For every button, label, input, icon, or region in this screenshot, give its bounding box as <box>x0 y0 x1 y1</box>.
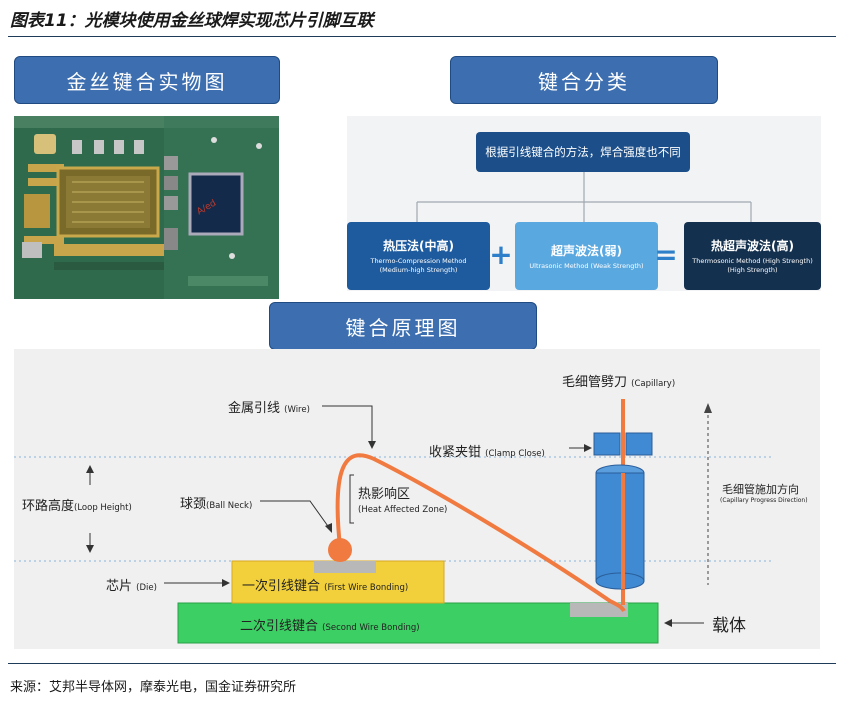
method-en-strength: (Medium-high Strength) <box>379 266 458 274</box>
haz-label-en: (Heat Affected Zone) <box>358 505 448 515</box>
clamp-right <box>625 432 653 456</box>
second-bond-label: 二次引线键合 (Second Wire Bonding) <box>240 619 420 634</box>
wire-label: 金属引线 (Wire) <box>228 401 310 416</box>
carrier-label: 载体 <box>712 616 746 636</box>
haz-label: 热影响区 <box>358 487 411 502</box>
method-en-strength: (High Strength) <box>727 266 778 274</box>
capillary-label: 毛细管劈刀 (Capillary) <box>562 375 676 390</box>
die-label: 芯片 (Die) <box>106 579 157 594</box>
method-thermosonic: 热超声波法(高) Thermosonic Method (High Streng… <box>684 222 821 290</box>
method-name: 热超声波法(高) <box>711 239 794 253</box>
gold-ball <box>328 538 352 562</box>
first-bond-label: 一次引线键合 (First Wire Bonding) <box>242 579 409 594</box>
direction-label-en: (Capillary Progress Direction) <box>720 497 808 504</box>
direction-label: 毛细管施加方向 <box>722 483 799 496</box>
gold-wire <box>335 453 626 613</box>
bonding-principle-diagram: 毛细管劈刀 (Capillary) 金属引线 (Wire) 收紧夹钳 (Clam… <box>14 349 820 649</box>
section-label-principle: 键合原理图 <box>269 302 537 350</box>
top-rule <box>8 36 836 37</box>
method-ultrasonic: 超声波法(弱) Ultrasonic Method (Weak Strength… <box>515 222 658 290</box>
classification-panel: 根据引线键合的方法，焊合强度也不同 热压法(中高) Thermo-Compres… <box>347 116 821 291</box>
equals-symbol: = <box>654 238 678 271</box>
wire-bonding-photo: A/ed <box>14 116 279 299</box>
method-en: Ultrasonic Method (Weak Strength) <box>529 261 644 270</box>
clamp-left <box>593 432 621 456</box>
method-thermo-compression: 热压法(中高) Thermo-Compression Method (Mediu… <box>347 222 490 290</box>
method-name: 超声波法(弱) <box>551 243 622 258</box>
classification-connectors <box>416 172 752 222</box>
classification-header-text: 根据引线键合的方法，焊合强度也不同 <box>485 145 681 159</box>
method-name: 热压法(中高) <box>383 239 454 253</box>
plus-symbol: + <box>489 238 513 271</box>
method-en: Thermo-Compression Method <box>370 257 467 265</box>
second-bond-pad <box>570 603 628 617</box>
principle-drawing <box>14 399 774 644</box>
clamp-label: 收紧夹钳 (Clamp Close) <box>429 445 545 460</box>
first-bond-pad <box>314 561 376 573</box>
ball-neck-label: 球颈(Ball Neck) <box>180 497 253 512</box>
bottom-rule <box>8 663 836 664</box>
source-note: 来源：艾邦半导体网，摩泰光电，国金证券研究所 <box>10 680 297 695</box>
die <box>231 560 445 604</box>
pcb-illustration: A/ed <box>14 116 279 299</box>
method-en: Thermosonic Method (High Strength) <box>692 257 813 265</box>
loop-height-label: 环路高度(Loop Height) <box>22 499 132 514</box>
section-label-classification: 键合分类 <box>450 56 718 104</box>
classification-header: 根据引线键合的方法，焊合强度也不同 <box>476 132 690 172</box>
figure-title: 图表11：光模块使用金丝球焊实现芯片引脚互联 <box>10 11 374 31</box>
section-label-photo: 金丝键合实物图 <box>14 56 280 104</box>
